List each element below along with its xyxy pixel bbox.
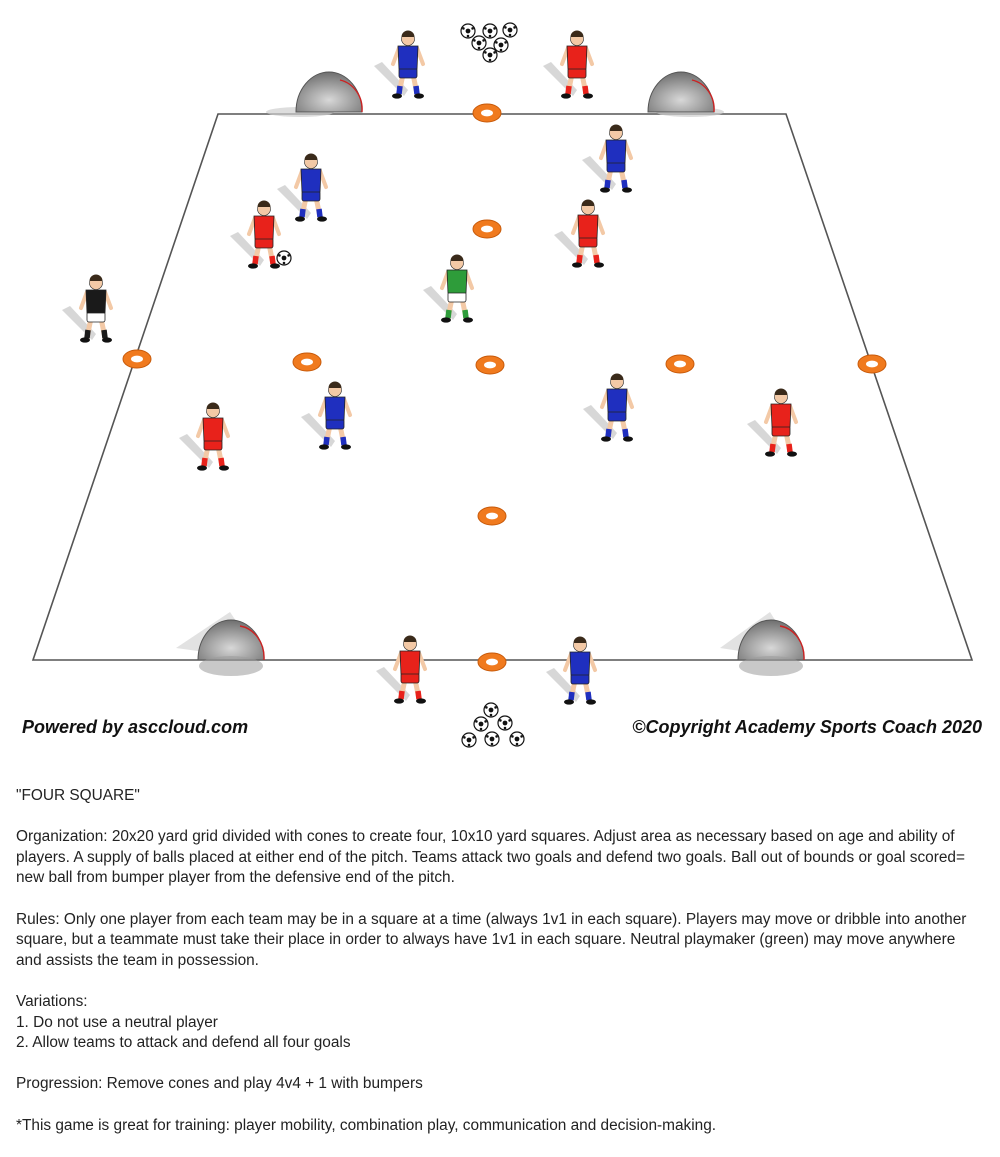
note-text: *This game is great for training: player… (16, 1116, 717, 1134)
player-blue-player (277, 153, 328, 222)
drill-description: "FOUR SQUARE" Organization: 20x20 yard g… (16, 786, 981, 1157)
player-blue-player (583, 373, 634, 442)
player-red-player (230, 200, 281, 269)
variations-heading: Variations: (16, 992, 88, 1010)
cone (472, 103, 502, 123)
player-red-player (554, 199, 605, 268)
credit-copyright: ©Copyright Academy Sports Coach 2020 (632, 717, 982, 737)
player-blue-player (301, 381, 352, 450)
goal-top-right (647, 71, 724, 117)
players (62, 30, 798, 705)
four-square-drill-diagram (31, 22, 974, 748)
bottom-ball-supply (461, 702, 525, 748)
player-blue-bumper (374, 30, 425, 99)
player-black-coach (62, 274, 113, 343)
player-red-player (179, 402, 230, 471)
match-ball (276, 250, 292, 266)
player-blue-bumper (546, 636, 597, 705)
cone (122, 349, 152, 369)
top-ball-supply (460, 22, 518, 63)
goal-bottom-right (720, 612, 805, 676)
drill-title: "FOUR SQUARE" (16, 787, 140, 804)
player-red-bumper (543, 30, 594, 99)
player-red-bumper (376, 635, 427, 704)
cone (475, 355, 505, 375)
player-neutral-playmaker (423, 254, 474, 323)
player-blue-player (582, 124, 633, 193)
cone (857, 354, 887, 374)
pitch-outline (31, 113, 974, 661)
rules-text: Rules: Only one player from each team ma… (16, 910, 967, 969)
credit-powered-by: Powered by asccloud.com (22, 717, 249, 737)
goal-top-left (266, 71, 363, 117)
cone (477, 652, 507, 672)
cone (472, 219, 502, 239)
organization-text: Organization: 20x20 yard grid divided wi… (16, 828, 965, 887)
cone (292, 352, 322, 372)
variations-list: 1. Do not use a neutral player 2. Allow … (16, 1013, 981, 1054)
player-red-player (747, 388, 798, 457)
cone (477, 506, 507, 526)
variation-item: 2. Allow teams to attack and defend all … (16, 1034, 351, 1052)
cone (665, 354, 695, 374)
progression-text: Progression: Remove cones and play 4v4 +… (16, 1075, 423, 1093)
goal-bottom-left (176, 612, 265, 676)
variation-item: 1. Do not use a neutral player (16, 1013, 218, 1031)
